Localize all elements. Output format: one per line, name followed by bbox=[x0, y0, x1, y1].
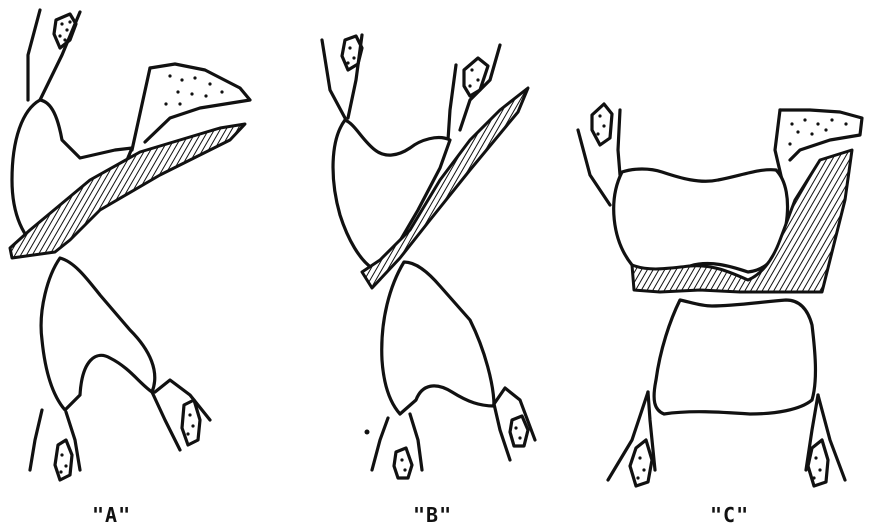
bone-stipple bbox=[596, 114, 605, 135]
bone-stipple bbox=[164, 74, 223, 105]
bone-stipple bbox=[636, 456, 821, 479]
bone-stipple bbox=[468, 68, 479, 87]
figure-a-label: "A" bbox=[92, 503, 131, 527]
bone-stipple bbox=[346, 46, 355, 64]
figure-a bbox=[10, 10, 250, 480]
figure-c bbox=[578, 104, 862, 486]
figure-c-label: "C" bbox=[710, 503, 749, 527]
bone-stipple bbox=[788, 118, 847, 145]
figure-b-label: "B" bbox=[413, 503, 452, 527]
figure-b bbox=[322, 35, 535, 478]
